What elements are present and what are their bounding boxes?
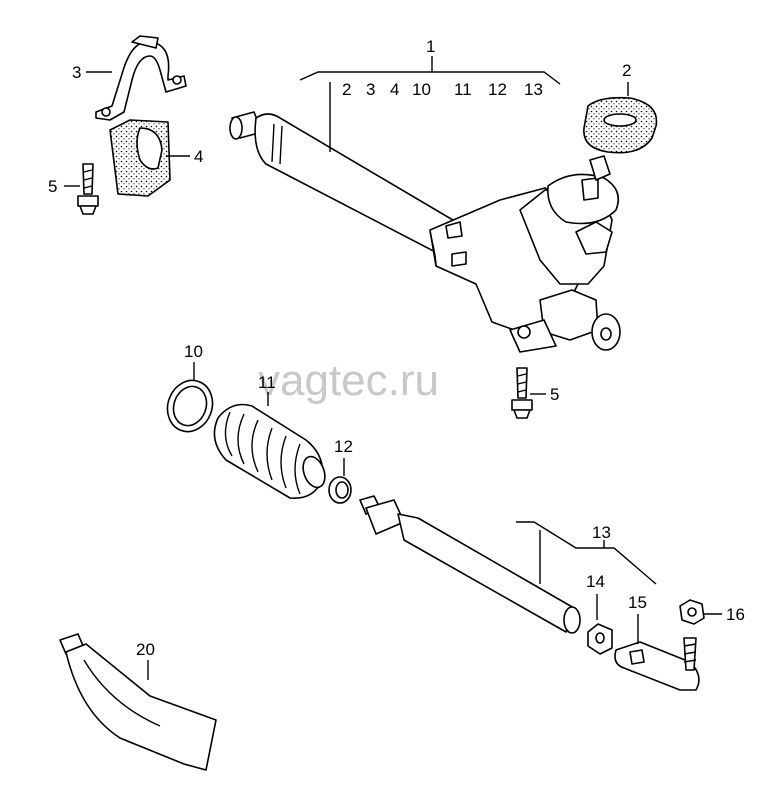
label-12: 12 [334,437,353,456]
label-1-sub-10: 10 [412,80,431,99]
label-1-bracket [299,56,561,152]
label-1-sub-4: 4 [390,80,399,99]
tie-rod-end-part-15 [614,614,700,691]
nut-part-14 [587,594,613,655]
label-1-sub-2: 2 [342,80,351,99]
steering-rack-part-1 [229,111,621,353]
label-4: 4 [194,147,203,166]
bolt-part-5-upper [77,163,99,215]
watermark-text: vagtec.ru [258,356,439,405]
label-5-upper: 5 [48,177,57,196]
rubber-bushing-part-4 [109,119,171,197]
label-10: 10 [184,342,203,361]
label-20: 20 [136,640,155,659]
small-clamp-part-12 [328,458,352,504]
label-13: 13 [592,523,611,542]
bolt-part-5-lower [511,367,533,419]
label-1-sub-3: 3 [366,80,375,99]
label-1-sub-12: 12 [488,80,507,99]
label-1-sub-11: 11 [454,80,472,99]
leader-lines [64,71,546,395]
label-11: 11 [258,373,276,392]
nut-part-16 [679,599,722,625]
label-16: 16 [726,605,745,624]
label-3: 3 [72,63,81,82]
label-1: 1 [426,37,435,56]
clamp-bracket-part-3 [95,35,187,121]
label-15: 15 [628,593,647,612]
label-2: 2 [622,61,631,80]
tie-rod-inner [359,495,581,634]
seal-part-2 [583,82,658,154]
grease-tube-part-20 [59,633,217,771]
boot-part-11 [213,392,326,499]
label-1-sub-13: 13 [524,80,543,99]
labels: 1 2 3 4 10 11 12 13 2 3 4 5 5 10 11 12 1… [48,37,745,659]
clip-ring-part-10 [166,362,214,433]
label-5-lower: 5 [550,385,559,404]
label-14: 14 [586,572,605,591]
label-13-bracket [516,521,657,585]
